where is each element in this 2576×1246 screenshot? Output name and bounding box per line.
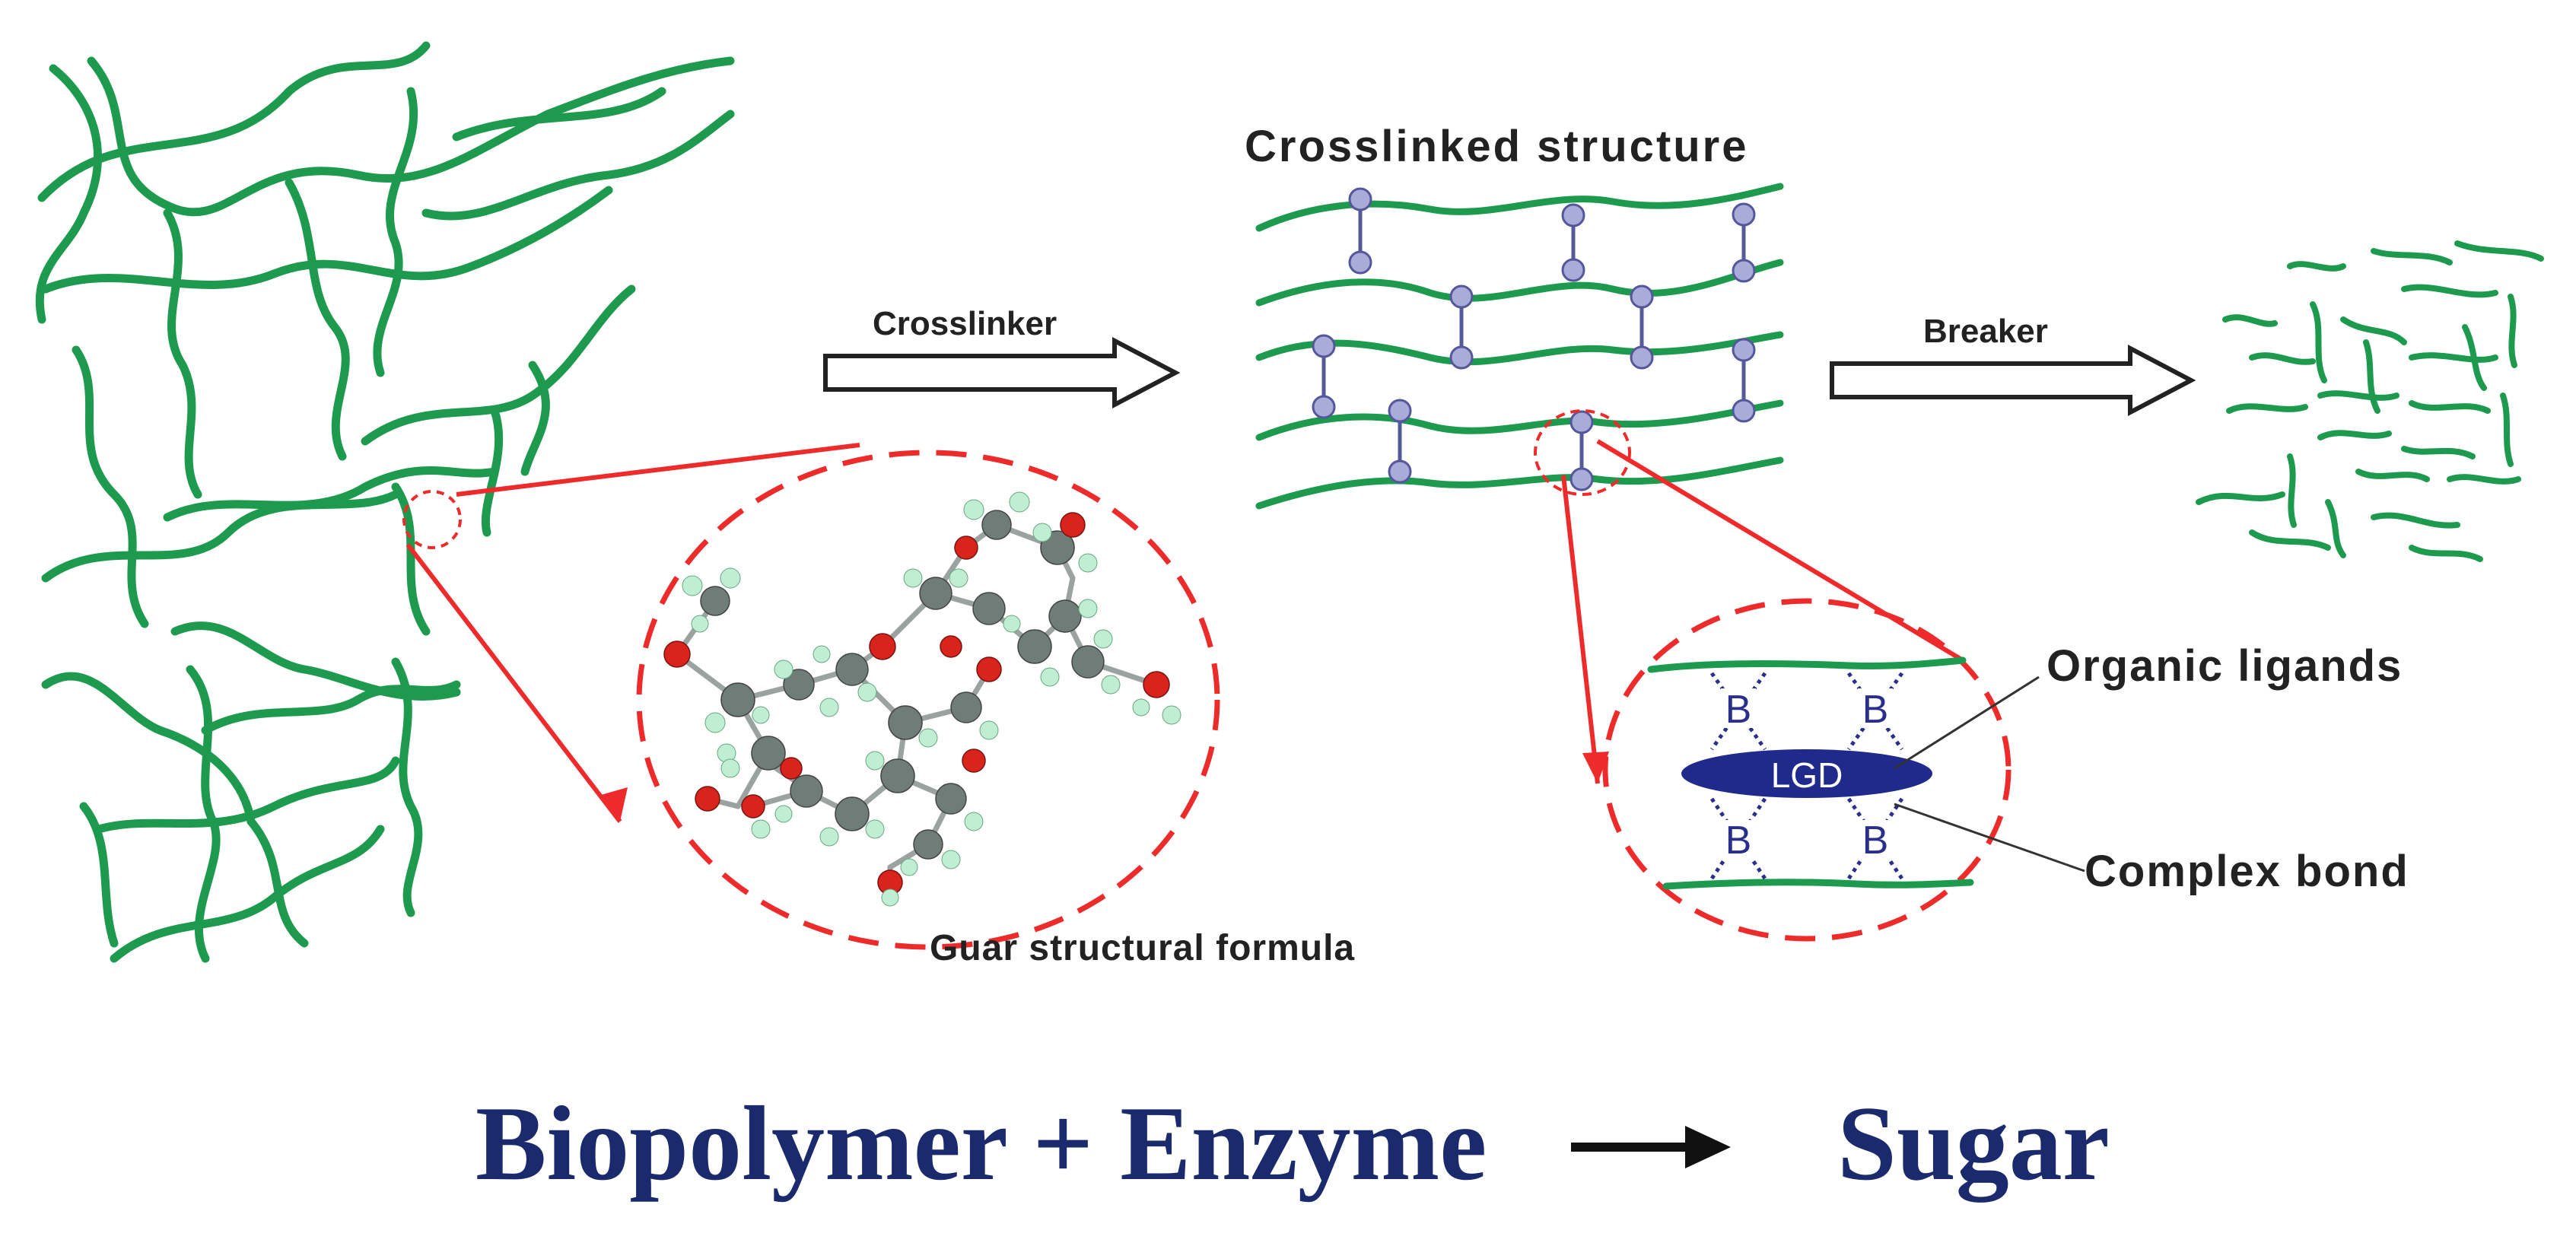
crosslink-node [1449, 345, 1474, 370]
crosslink-node [1312, 395, 1336, 419]
crosslink-node [1630, 345, 1654, 370]
crosslink-node [1348, 250, 1372, 275]
crosslink-bridges [1312, 187, 1756, 491]
boron-atom-label: B [1725, 688, 1752, 732]
reaction-arrow [1571, 1126, 1731, 1168]
crosslink-node [1732, 399, 1756, 423]
broken-polymer-fragments [2196, 240, 2544, 562]
crosslink-node [1569, 467, 1594, 491]
guar-structural-formula-label: Guar structural formula [930, 928, 1355, 968]
boron-atom-label: B [1862, 688, 1889, 732]
crosslink-node [1449, 284, 1474, 309]
guar-molecule-model [663, 491, 1181, 907]
complex-bond-callout [1894, 803, 2085, 873]
crosslink-node [1388, 459, 1412, 484]
organic-ligands-label: Organic ligands [2046, 641, 2403, 691]
organic-ligands-callout [1894, 675, 2040, 770]
crosslink-node [1388, 399, 1412, 423]
ligand-zoom-lines [1561, 439, 1964, 784]
guar-zoom-lines [405, 443, 860, 823]
crosslink-node [1732, 202, 1756, 227]
crosslink-node [1630, 284, 1654, 309]
breaker-label: Breaker [1923, 313, 2048, 350]
boron-atom-label: B [1725, 818, 1752, 863]
lgd-label: LGD [1771, 755, 1843, 795]
complex-bond-label: Complex bond [2085, 847, 2409, 896]
crosslinker-arrow [823, 337, 1181, 408]
ligand-complex-circle [1602, 598, 2012, 942]
equation-reactants: Biopolymer + Enzyme [475, 1085, 1487, 1203]
crosslink-node [1732, 259, 1756, 283]
crosslink-node [1569, 410, 1594, 434]
crosslink-node [1561, 258, 1585, 282]
boron-atom-label: B [1862, 818, 1889, 863]
crosslinked-polymer-chains [1255, 183, 1784, 510]
ligand-complex: B B B B LGD [1647, 656, 1974, 890]
guar-molecule-circle [636, 450, 1220, 950]
breaker-arrow [1830, 345, 2196, 416]
crosslink-node [1732, 338, 1756, 362]
lgd-ligand-ellipse [1681, 749, 1932, 798]
crosslink-node [1561, 203, 1585, 227]
crosslink-zoom-marker [1534, 409, 1631, 496]
crosslinker-label: Crosslinker [873, 305, 1057, 342]
crosslink-node [1312, 334, 1336, 358]
crosslinked-structure-title: Crosslinked structure [1245, 122, 1749, 171]
equation-product: Sugar [1837, 1085, 2110, 1203]
guar-zoom-marker [402, 490, 462, 549]
crosslink-node [1348, 187, 1372, 211]
guar-polymer-network [35, 41, 735, 963]
